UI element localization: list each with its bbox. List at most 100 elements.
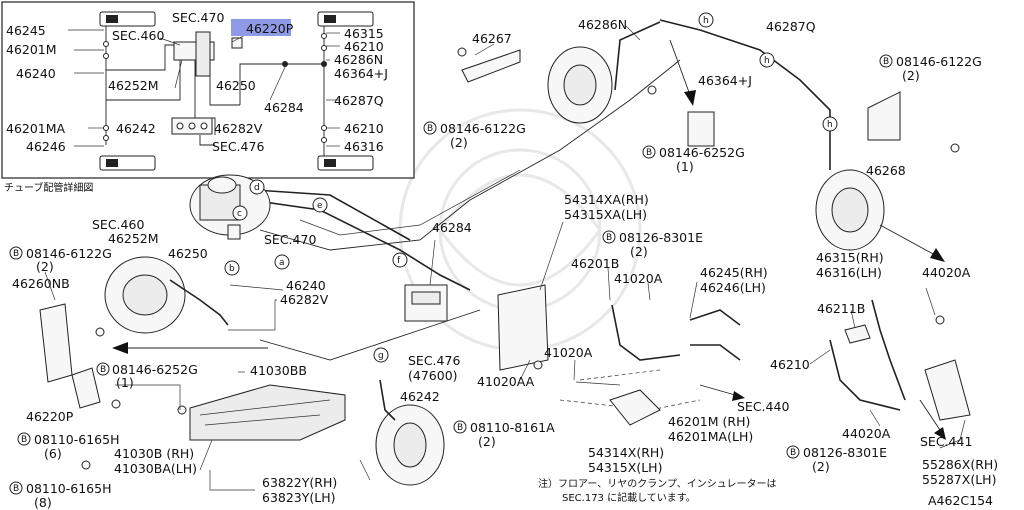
label-qty-1b: (1) <box>116 375 134 390</box>
bracket-46260nb <box>39 303 105 383</box>
label-46201b: 46201B <box>571 256 619 271</box>
label-46246lh: 46246(LH) <box>700 280 766 295</box>
label-46242: 46242 <box>400 389 440 404</box>
label-54315x: 54315X(LH) <box>588 460 662 475</box>
label-08146-6252g-a: 08146-6252G <box>659 145 745 160</box>
label-08126-8301e-a: 08126-8301E <box>619 230 703 245</box>
label-46245rh: 46245(RH) <box>700 265 768 280</box>
marker-a: a <box>279 258 285 268</box>
label-41030ba: 41030BA(LH) <box>114 461 197 476</box>
label-sec460: SEC.460 <box>92 217 144 232</box>
label-46267: 46267 <box>472 31 512 46</box>
tube-detail-inset: チューブ配管詳細図 <box>1 1 415 194</box>
bolt-badge-3: B <box>646 148 652 158</box>
label-qty-2f: (2) <box>812 459 830 474</box>
inset-label-46210-top: 46210 <box>344 39 384 54</box>
label-46252m: 46252M <box>108 231 159 246</box>
label-63823y: 63823Y(LH) <box>262 490 336 505</box>
marker-f: f <box>397 256 401 266</box>
label-08146-6122g-b: 08146-6122G <box>896 54 982 69</box>
inset-label-46240: 46240 <box>16 66 56 81</box>
label-54314x: 54314X(RH) <box>588 445 664 460</box>
label-08146-6122g-c: 08146-6122G <box>26 246 112 261</box>
frame-outline <box>259 59 681 361</box>
inset-label-46246: 46246 <box>26 139 66 154</box>
label-08146-6122g-a: 08146-6122G <box>440 121 526 136</box>
rear-right-pipes <box>829 299 971 421</box>
inset-label-46250: 46250 <box>216 78 256 93</box>
bolt-badges: B B B B B B B B B B <box>9 54 893 495</box>
label-qty-6: (6) <box>44 446 62 461</box>
label-44020a-a: 44020A <box>922 265 971 280</box>
bolt-badge-1: B <box>427 124 433 134</box>
bolt-badge-8: B <box>457 423 463 433</box>
inset-label-46252m: 46252M <box>108 78 159 93</box>
detail-caption: チューブ配管詳細図 <box>4 181 93 194</box>
inset-label-46315: 46315 <box>344 26 384 41</box>
bracket-46220p <box>71 367 121 409</box>
direction-arrows <box>112 39 946 440</box>
inset-label-46286n: 46286N <box>334 52 383 67</box>
rear-left-brake-disc <box>375 379 445 486</box>
label-08146-6252g-b: 08146-6252G <box>112 362 198 377</box>
marker-d: d <box>254 183 260 193</box>
inset-label-46201ma: 46201MA <box>6 121 66 136</box>
label-46316lh: 46316(LH) <box>816 265 882 280</box>
label-55286x: 55286X(RH) <box>922 457 998 472</box>
bolt-badge-7: B <box>21 435 27 445</box>
inset-label-46210-bottom: 46210 <box>344 121 384 136</box>
bracket-46267 <box>457 47 521 83</box>
label-41020a-a: 41020A <box>614 271 663 286</box>
label-qty-2d: (2) <box>36 259 54 274</box>
footer-note-line-2: SEC.173 に記載しています。 <box>562 491 696 504</box>
inset-label-sec476: SEC.476 <box>212 139 264 154</box>
label-sec470: SEC.470 <box>264 232 316 247</box>
inset-label-46316: 46316 <box>344 139 384 154</box>
marker-h-1: h <box>703 16 709 26</box>
label-46268: 46268 <box>866 163 906 178</box>
label-qty-2b: (2) <box>902 68 920 83</box>
junction-block <box>404 284 448 322</box>
label-46287q: 46287Q <box>766 19 816 34</box>
bracket-54314xa <box>497 284 549 371</box>
label-sec476: SEC.476 <box>408 353 460 368</box>
label-sec441: SEC.441 <box>920 434 972 449</box>
label-46282v: 46282V <box>280 292 329 307</box>
label-63822y: 63822Y(RH) <box>262 475 337 490</box>
label-08110-8161a: 08110-8161A <box>470 420 555 435</box>
marker-c: c <box>237 209 242 219</box>
label-46210: 46210 <box>770 357 810 372</box>
bolt-badge-6: B <box>100 365 106 375</box>
label-sec440: SEC.440 <box>737 399 789 414</box>
label-46201ma-lh: 46201MA(LH) <box>668 429 753 444</box>
label-46201m-rh: 46201M (RH) <box>668 414 750 429</box>
marker-b: b <box>229 264 235 274</box>
drawing-number: A462C154 <box>928 493 993 508</box>
label-qty-2a: (2) <box>450 135 468 150</box>
main-labels: 46267 08146-6122G (2) 46286N 46287Q 0814… <box>12 17 998 510</box>
label-qty-2e: (2) <box>478 434 496 449</box>
label-54315xa: 54315XA(LH) <box>564 207 647 222</box>
master-cylinder-assembly <box>189 174 271 240</box>
label-46286n: 46286N <box>578 17 627 32</box>
inset-label-sec470: SEC.470 <box>172 10 224 25</box>
bolt-badge-4: B <box>606 233 612 243</box>
label-46220p: 46220P <box>26 409 74 424</box>
inset-label-46242: 46242 <box>116 121 156 136</box>
leader-lines <box>44 24 966 491</box>
inset-label-46201m: 46201M <box>6 42 57 57</box>
bolt-badge-2: B <box>883 57 889 67</box>
marker-circles: a b c d e f g h h h <box>224 12 838 363</box>
marker-g: g <box>378 351 384 361</box>
label-qty-1a: (1) <box>676 159 694 174</box>
label-41020a-b: 41020A <box>544 345 593 360</box>
highlight-46220p <box>231 19 291 36</box>
label-46284: 46284 <box>432 220 472 235</box>
marker-e: e <box>317 201 323 211</box>
label-46315rh: 46315(RH) <box>816 250 884 265</box>
inset-label-46282v: 46282V <box>214 121 263 136</box>
label-08110-6165h-a: 08110-6165H <box>34 432 120 447</box>
marker-h-3: h <box>827 120 833 130</box>
rear-brake-hoses <box>559 304 741 426</box>
